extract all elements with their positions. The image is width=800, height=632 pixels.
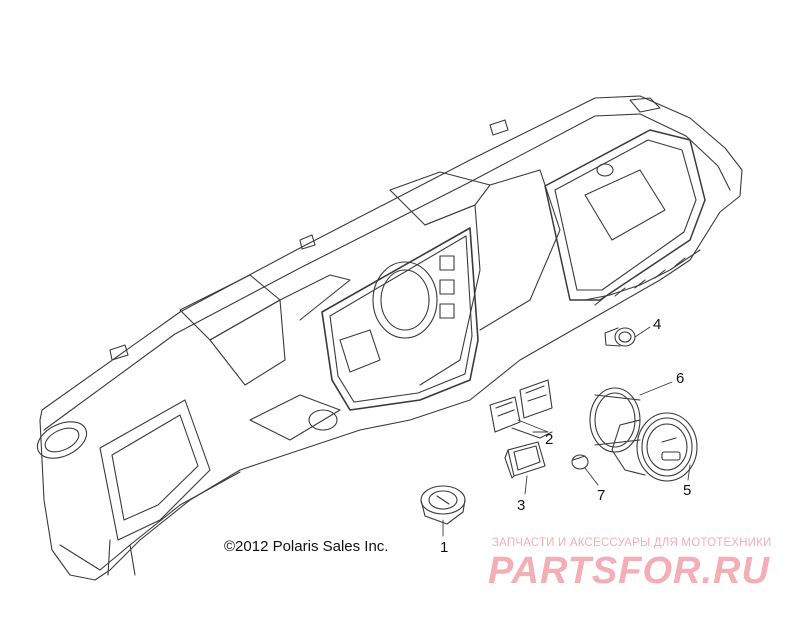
rocker-switch-part [489, 379, 553, 439]
callout-1: 1 [440, 539, 449, 556]
callout-4: 4 [653, 316, 662, 333]
speedometer-gauge-part [611, 412, 698, 482]
cap-part [571, 454, 589, 470]
leader-lines [442, 326, 691, 537]
callout-3: 3 [517, 497, 526, 514]
instrument-cluster-bezel [321, 227, 479, 411]
callout-2: 2 [545, 431, 554, 448]
switch-part [504, 441, 546, 479]
watermark-logo: PARTSFOR.RU [488, 550, 770, 592]
callout-7: 7 [597, 487, 606, 504]
gauge-bezel-part [589, 387, 641, 453]
watermark-tagline: ЗАПЧАСТИ И АКСЕССУАРЫ ДЛЯ МОТОТЕХНИКИ [492, 537, 772, 549]
copyright-text: ©2012 Polaris Sales Inc. [224, 538, 389, 555]
callout-5: 5 [683, 482, 692, 499]
ignition-switch-part [420, 485, 466, 525]
dashboard-panel [36, 95, 743, 581]
callout-6: 6 [676, 370, 685, 387]
indicator-light-part [604, 327, 636, 347]
right-glovebox [544, 129, 706, 301]
